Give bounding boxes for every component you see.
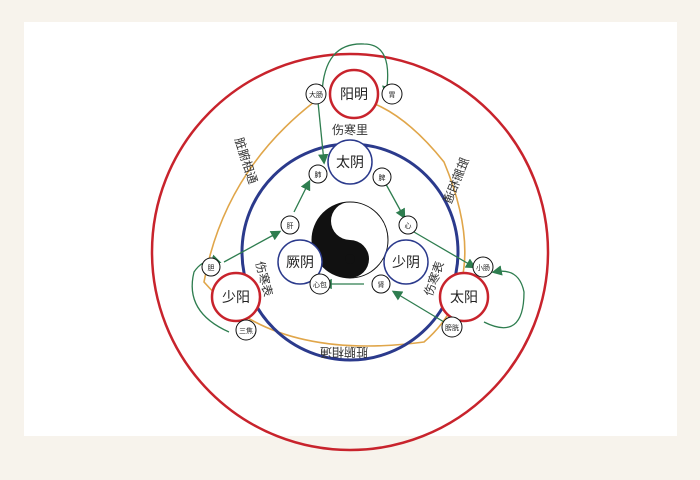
taiyin-right-node	[372, 167, 392, 187]
shaoyang-label: 少阳	[222, 290, 250, 306]
shaoyin-top-label: 心	[405, 222, 412, 230]
jueyin-top-node	[280, 215, 300, 235]
jueyin-top-label: 肝	[287, 222, 294, 230]
green-arrows	[191, 43, 525, 333]
taiyang-label: 太阳	[450, 290, 478, 306]
shaoyang-bottom-node	[235, 319, 257, 341]
taiyang-top-label: 小肠	[476, 263, 490, 272]
yangming-right-node	[381, 83, 403, 105]
outer-circle	[150, 52, 550, 452]
yangming-circle	[328, 68, 380, 120]
jueyin-circle	[277, 239, 323, 285]
shaoyang-circle	[210, 271, 262, 323]
shaoyang-top-label: 胆	[208, 264, 215, 272]
shaoyin-bottom-node	[371, 274, 391, 294]
taiyin-label: 太阴	[336, 155, 364, 171]
yangming-left-label: 大肠	[309, 90, 323, 99]
meridian-diagram: 阳明 大肠 胃 伤寒里 太阴 肺 脾 厥阴 肝 心包 少阴 心 肾 少阳 胆 三…	[150, 43, 550, 452]
diagram-frame: 阳明 大肠 胃 伤寒里 太阴 肺 脾 厥阴 肝 心包 少阴 心 肾 少阳 胆 三…	[24, 22, 677, 452]
yin-yang-icon	[311, 201, 389, 279]
jueyin-bottom-label: 心包	[313, 280, 327, 289]
taiyin-left-label: 肺	[315, 171, 322, 179]
connect-label-bottom: 脏腑相通	[320, 345, 368, 360]
taiyin-circle	[327, 139, 373, 185]
taiyang-bottom-node	[441, 316, 463, 338]
yangming-left-node	[305, 83, 327, 105]
taiyang-top-node	[472, 256, 494, 278]
yangming-right-label: 胃	[389, 91, 396, 99]
shaoyang-bottom-label: 三焦	[239, 326, 253, 335]
jueyin-bottom-node	[309, 273, 331, 295]
shaoyang-top-node	[201, 257, 221, 277]
taiyin-left-node	[308, 164, 328, 184]
orange-connect-path	[203, 99, 466, 347]
jueyin-label: 厥阴	[286, 255, 314, 271]
taiyin-right-label: 脾	[379, 173, 386, 182]
yangming-label: 阳明	[340, 87, 368, 103]
taiyang-bottom-label: 膀胱	[445, 323, 459, 332]
shaoyin-bottom-label: 肾	[378, 280, 385, 289]
taiyang-circle	[438, 271, 490, 323]
shaoyin-label: 少阴	[392, 255, 420, 271]
shaoyin-circle	[383, 239, 429, 285]
center-label: 伤寒里	[332, 122, 368, 137]
shaoyin-top-node	[398, 215, 418, 235]
